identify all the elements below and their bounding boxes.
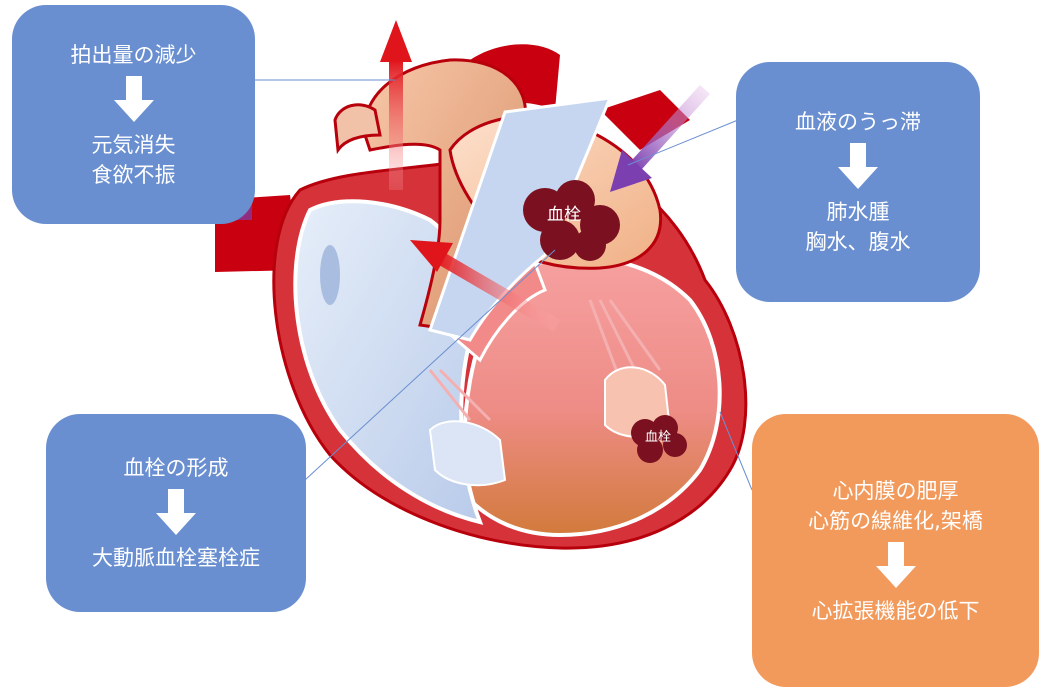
box-cause-text: 血栓の形成 [123, 456, 229, 480]
box-cause-text: 心内膜の肥厚 [832, 478, 959, 503]
box-result-text: 肺水腫 [826, 200, 890, 224]
box-cause-text: 血液のうっ滞 [795, 110, 921, 134]
box-cause-text: 心筋の線維化,架橋 [808, 508, 983, 533]
box-result-text: 元気消失 [91, 132, 176, 157]
papillary-muscle-right [428, 420, 507, 487]
blood-stasis-box: 血液のうっ滞 肺水腫 胸水、腹水 [736, 62, 980, 302]
down-arrow-icon [838, 143, 878, 189]
connector-lines [255, 79, 753, 491]
down-arrow-icon [156, 489, 196, 535]
large-thrombus-label: 血栓 [547, 205, 581, 225]
down-arrow-icon [875, 541, 916, 588]
pulmonary-vein-right [600, 90, 690, 150]
output-decrease-box: 拍出量の減少 元気消失 食欲不振 [12, 5, 255, 224]
down-arrow-icon [113, 75, 154, 122]
thrombus-formation-box: 血栓の形成 大動脈血栓塞栓症 [46, 414, 306, 612]
aortic-arch-branch [333, 103, 382, 155]
valve-shadow [320, 245, 340, 305]
myocardial-thickening-box: 心内膜の肥厚 心筋の線維化,架橋 心拡張機能の低下 [752, 414, 1039, 687]
outflow-arrow-up [380, 20, 412, 190]
large-thrombus [523, 180, 620, 261]
small-thrombus [631, 415, 687, 463]
box-cause-text: 拍出量の減少 [70, 42, 197, 67]
congestion-arrow [610, 85, 710, 192]
box-result-text: 食欲不振 [91, 162, 176, 187]
small-thrombus-label: 血栓 [645, 430, 672, 445]
box-result-text: 大動脈血栓塞栓症 [92, 546, 260, 570]
outflow-arrow-left [410, 240, 560, 332]
box-result-text: 心拡張機能の低下 [811, 598, 980, 623]
box-result-text: 胸水、腹水 [805, 230, 911, 254]
